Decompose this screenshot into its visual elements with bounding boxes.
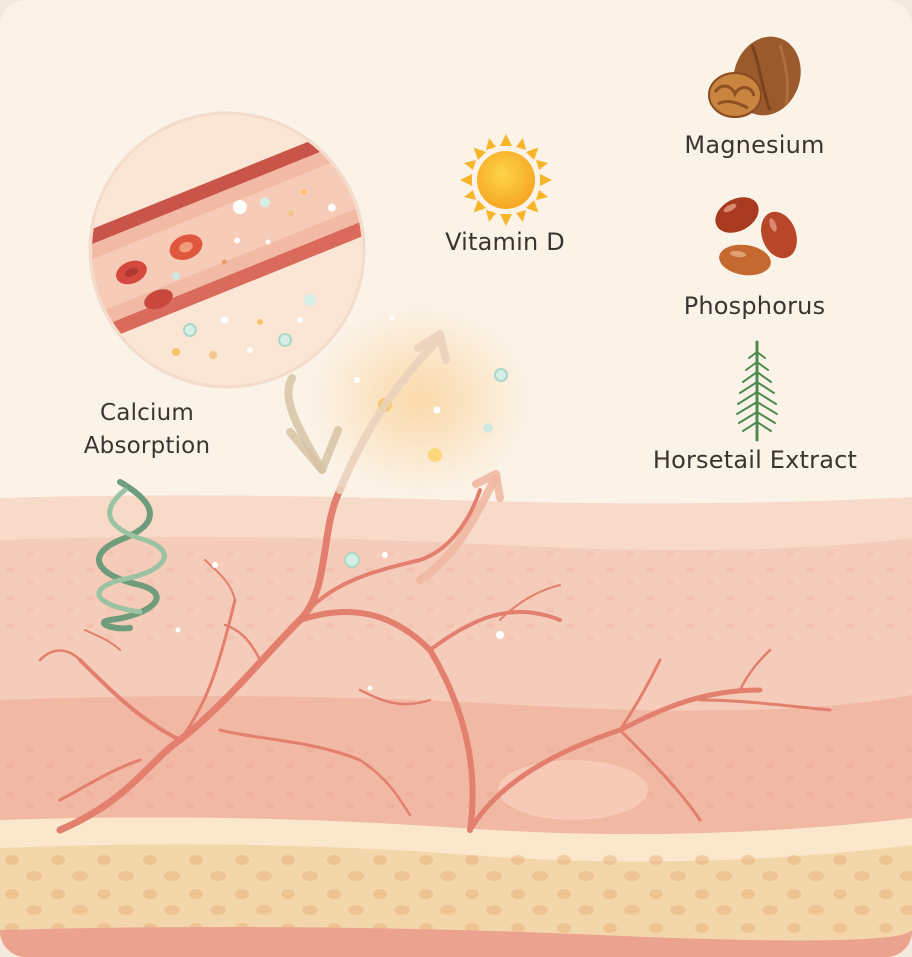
absorption-glow — [310, 305, 530, 495]
calcium-absorption-label: Calcium Absorption — [62, 397, 232, 463]
calcium-label-line1: Calcium — [100, 400, 194, 426]
tissue-patch — [498, 760, 648, 820]
phosphorus-label: Phosphorus — [683, 292, 826, 320]
absorption-arrows — [284, 330, 504, 584]
magnesium-label: Magnesium — [684, 131, 825, 159]
vitamin-d-label: Vitamin D — [445, 228, 565, 256]
horsetail-plant-icon — [736, 340, 778, 442]
blood-vessel-magnifier — [88, 111, 366, 389]
beans-icon — [715, 197, 797, 276]
blood-vessel-network — [38, 486, 832, 834]
nutrient-particles — [175, 315, 508, 691]
walnut-icon — [708, 36, 801, 118]
collagen-helix-icon — [96, 479, 167, 632]
horsetail-extract-label: Horsetail Extract — [652, 446, 858, 474]
deep-layer — [0, 926, 912, 957]
sun-icon — [460, 134, 552, 226]
calcium-label-line2: Absorption — [83, 433, 211, 459]
